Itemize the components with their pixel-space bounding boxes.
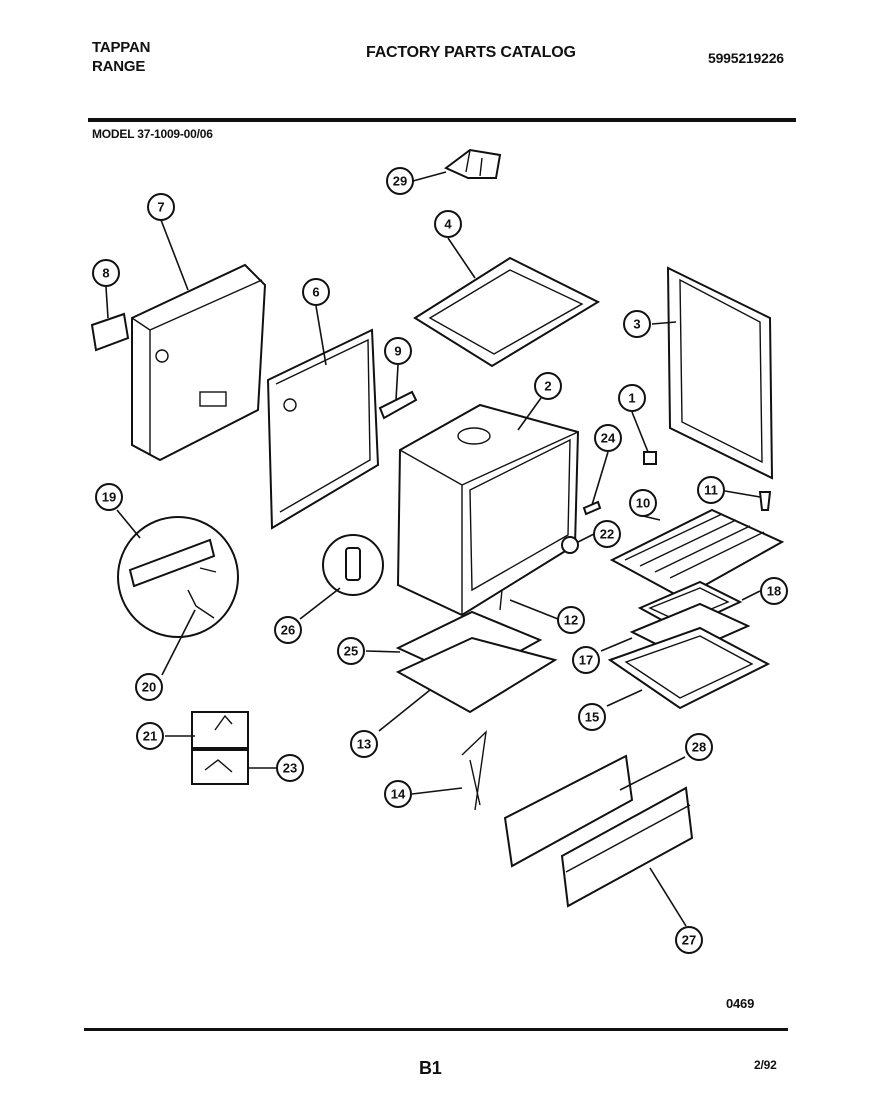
svg-text:28: 28 bbox=[692, 740, 706, 755]
part-13-base bbox=[395, 636, 558, 714]
svg-text:21: 21 bbox=[143, 729, 157, 744]
part-26-detail-inset bbox=[322, 534, 384, 596]
svg-text:13: 13 bbox=[357, 737, 371, 752]
callout-10: 10 bbox=[629, 489, 657, 517]
callout-9: 9 bbox=[384, 337, 412, 365]
svg-text:17: 17 bbox=[579, 653, 593, 668]
part-15-drip-tray bbox=[607, 626, 771, 710]
part-21-hinge-box bbox=[191, 711, 249, 749]
brand-name: TAPPAN RANGE bbox=[92, 38, 150, 76]
part-11-leveling-leg bbox=[758, 491, 772, 511]
part-9-bracket bbox=[378, 390, 418, 420]
callout-17: 17 bbox=[572, 646, 600, 674]
part-19-detail-inset bbox=[117, 516, 239, 638]
svg-text:8: 8 bbox=[102, 266, 109, 281]
svg-text:18: 18 bbox=[767, 584, 781, 599]
svg-text:24: 24 bbox=[601, 431, 616, 446]
catalog-number: 5995219226 bbox=[708, 50, 784, 66]
svg-text:1: 1 bbox=[628, 391, 635, 406]
callout-1: 1 bbox=[618, 384, 646, 412]
leader-lines bbox=[105, 171, 761, 927]
part-14-hinge bbox=[461, 730, 487, 811]
callout-12: 12 bbox=[557, 606, 585, 634]
callout-22: 22 bbox=[593, 520, 621, 548]
svg-text:23: 23 bbox=[283, 761, 297, 776]
callout-20: 20 bbox=[135, 673, 163, 701]
part-27-drawer-front bbox=[560, 786, 694, 908]
part-7-back-panel bbox=[131, 263, 267, 462]
svg-text:20: 20 bbox=[142, 680, 156, 695]
model-label: MODEL 37-1009-00/06 bbox=[92, 127, 213, 141]
svg-text:11: 11 bbox=[704, 483, 718, 498]
part-28-door-panel bbox=[503, 754, 634, 868]
svg-text:2: 2 bbox=[544, 379, 551, 394]
svg-text:15: 15 bbox=[585, 710, 599, 725]
svg-text:27: 27 bbox=[682, 933, 696, 948]
callout-23: 23 bbox=[276, 754, 304, 782]
svg-text:10: 10 bbox=[636, 496, 650, 511]
page-number: B1 bbox=[419, 1058, 442, 1078]
callout-3: 3 bbox=[623, 310, 651, 338]
svg-text:14: 14 bbox=[391, 787, 406, 802]
svg-text:25: 25 bbox=[344, 644, 358, 659]
callout-7: 7 bbox=[147, 193, 175, 221]
footer-rule bbox=[84, 1028, 788, 1031]
part-8-cover-plate bbox=[90, 312, 130, 352]
callout-6: 6 bbox=[302, 278, 330, 306]
part-24-pin bbox=[582, 500, 602, 516]
part-22-knob bbox=[561, 536, 579, 554]
catalog-title: FACTORY PARTS CATALOG bbox=[366, 44, 576, 61]
svg-text:9: 9 bbox=[394, 344, 401, 359]
callout-4: 4 bbox=[434, 210, 462, 238]
svg-text:22: 22 bbox=[600, 527, 614, 542]
svg-text:19: 19 bbox=[102, 490, 116, 505]
diagram-reference-code: 0469 bbox=[726, 996, 755, 1011]
callout-25: 25 bbox=[337, 637, 365, 665]
header-rule bbox=[88, 118, 796, 122]
brand-line-1: TAPPAN bbox=[92, 39, 151, 56]
callout-2: 2 bbox=[534, 372, 562, 400]
svg-text:4: 4 bbox=[444, 217, 452, 232]
svg-text:26: 26 bbox=[281, 623, 295, 638]
part-4-top-panel bbox=[413, 256, 601, 368]
part-3-side-frame bbox=[666, 266, 774, 480]
callout-26: 26 bbox=[274, 616, 302, 644]
callout-15: 15 bbox=[578, 703, 606, 731]
svg-text:29: 29 bbox=[393, 174, 407, 189]
part-12-screw bbox=[499, 589, 503, 611]
callout-19: 19 bbox=[95, 483, 123, 511]
svg-text:7: 7 bbox=[157, 200, 164, 215]
callout-28: 28 bbox=[685, 733, 713, 761]
callout-29: 29 bbox=[386, 167, 414, 195]
callout-14: 14 bbox=[384, 780, 412, 808]
part-2-oven-body bbox=[396, 403, 580, 617]
svg-text:6: 6 bbox=[312, 285, 319, 300]
part-23-hinge-box bbox=[191, 749, 249, 785]
callout-11: 11 bbox=[697, 476, 725, 504]
callout-21: 21 bbox=[136, 722, 164, 750]
callout-8: 8 bbox=[92, 259, 120, 287]
part-29-bracket bbox=[444, 148, 502, 179]
brand-line-2: RANGE bbox=[92, 58, 146, 75]
part-1-clip bbox=[643, 451, 657, 465]
svg-text:3: 3 bbox=[633, 317, 640, 332]
callout-24: 24 bbox=[594, 424, 622, 452]
svg-text:12: 12 bbox=[564, 613, 578, 628]
part-10-oven-rack bbox=[609, 508, 785, 600]
callout-18: 18 bbox=[760, 577, 788, 605]
part-6-rear-wall bbox=[266, 328, 380, 530]
page-date: 2/92 bbox=[754, 1058, 777, 1072]
callout-13: 13 bbox=[350, 730, 378, 758]
callout-27: 27 bbox=[675, 926, 703, 954]
